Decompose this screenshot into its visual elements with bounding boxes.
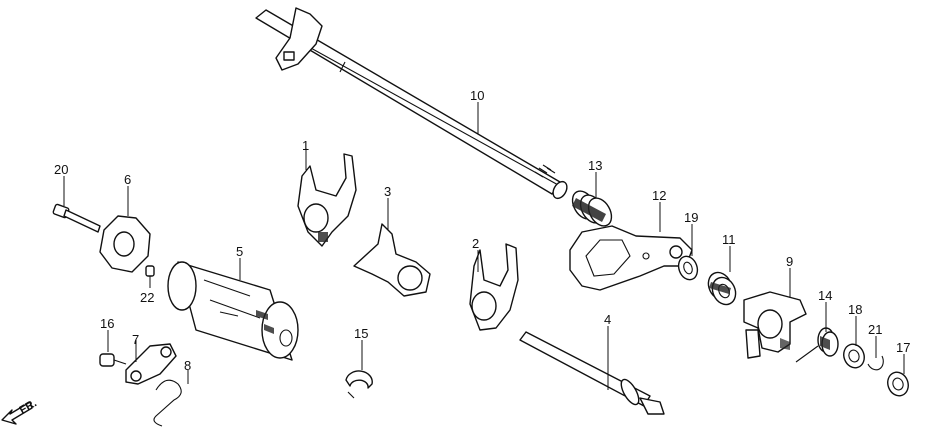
label-part-14: 14 xyxy=(818,288,832,303)
part-10-gearshift-spindle xyxy=(255,7,568,200)
label-part-22: 22 xyxy=(140,290,154,305)
part-22-dowel-pin xyxy=(145,265,155,277)
label-part-12: 12 xyxy=(652,188,666,203)
part-15-clip xyxy=(345,370,373,399)
label-part-13: 13 xyxy=(588,158,602,173)
part-17-washer xyxy=(887,371,909,397)
label-part-20: 20 xyxy=(54,162,68,177)
front-direction-arrow: FR. xyxy=(1,397,39,425)
label-part-21: 21 xyxy=(868,322,882,337)
part-21-circlip xyxy=(867,355,884,371)
part-2-shift-fork xyxy=(469,243,519,331)
part-4-fork-shaft xyxy=(519,331,665,415)
label-part-16: 16 xyxy=(100,316,114,331)
part-16-bolt xyxy=(99,353,127,367)
part-5-shift-drum xyxy=(167,261,299,361)
label-part-9: 9 xyxy=(786,254,793,269)
label-part-15: 15 xyxy=(354,326,368,341)
part-18-washer xyxy=(843,343,865,369)
part-9-shift-arm xyxy=(743,291,807,359)
label-part-2: 2 xyxy=(472,236,479,251)
front-label: FR. xyxy=(18,397,39,416)
label-part-5: 5 xyxy=(236,244,243,259)
label-part-8: 8 xyxy=(184,358,191,373)
part-14-torsion-spring xyxy=(795,327,839,363)
label-part-4: 4 xyxy=(604,312,611,327)
label-part-10: 10 xyxy=(470,88,484,103)
callout-labels: 1 2 3 4 5 6 7 8 9 10 11 12 13 14 15 16 1… xyxy=(54,88,910,373)
part-1-shift-fork xyxy=(297,153,357,247)
part-19-washer xyxy=(677,255,699,281)
part-6-drum-stopper-plate xyxy=(99,215,151,273)
label-part-7: 7 xyxy=(132,332,139,347)
part-7-stopper-arm xyxy=(125,343,177,385)
label-part-3: 3 xyxy=(384,184,391,199)
label-part-18: 18 xyxy=(848,302,862,317)
label-part-11: 11 xyxy=(722,232,736,247)
label-part-19: 19 xyxy=(684,210,698,225)
part-11-spring xyxy=(707,271,737,306)
callout-leaders xyxy=(63,102,905,390)
label-part-17: 17 xyxy=(896,340,910,355)
part-13-return-spring xyxy=(571,190,613,227)
part-8-stopper-spring xyxy=(153,379,182,427)
part-20-bolt xyxy=(52,203,101,233)
part-3-shift-fork xyxy=(353,223,431,297)
label-part-1: 1 xyxy=(302,138,309,153)
part-12-spindle-plate xyxy=(569,225,693,291)
label-part-6: 6 xyxy=(124,172,131,187)
